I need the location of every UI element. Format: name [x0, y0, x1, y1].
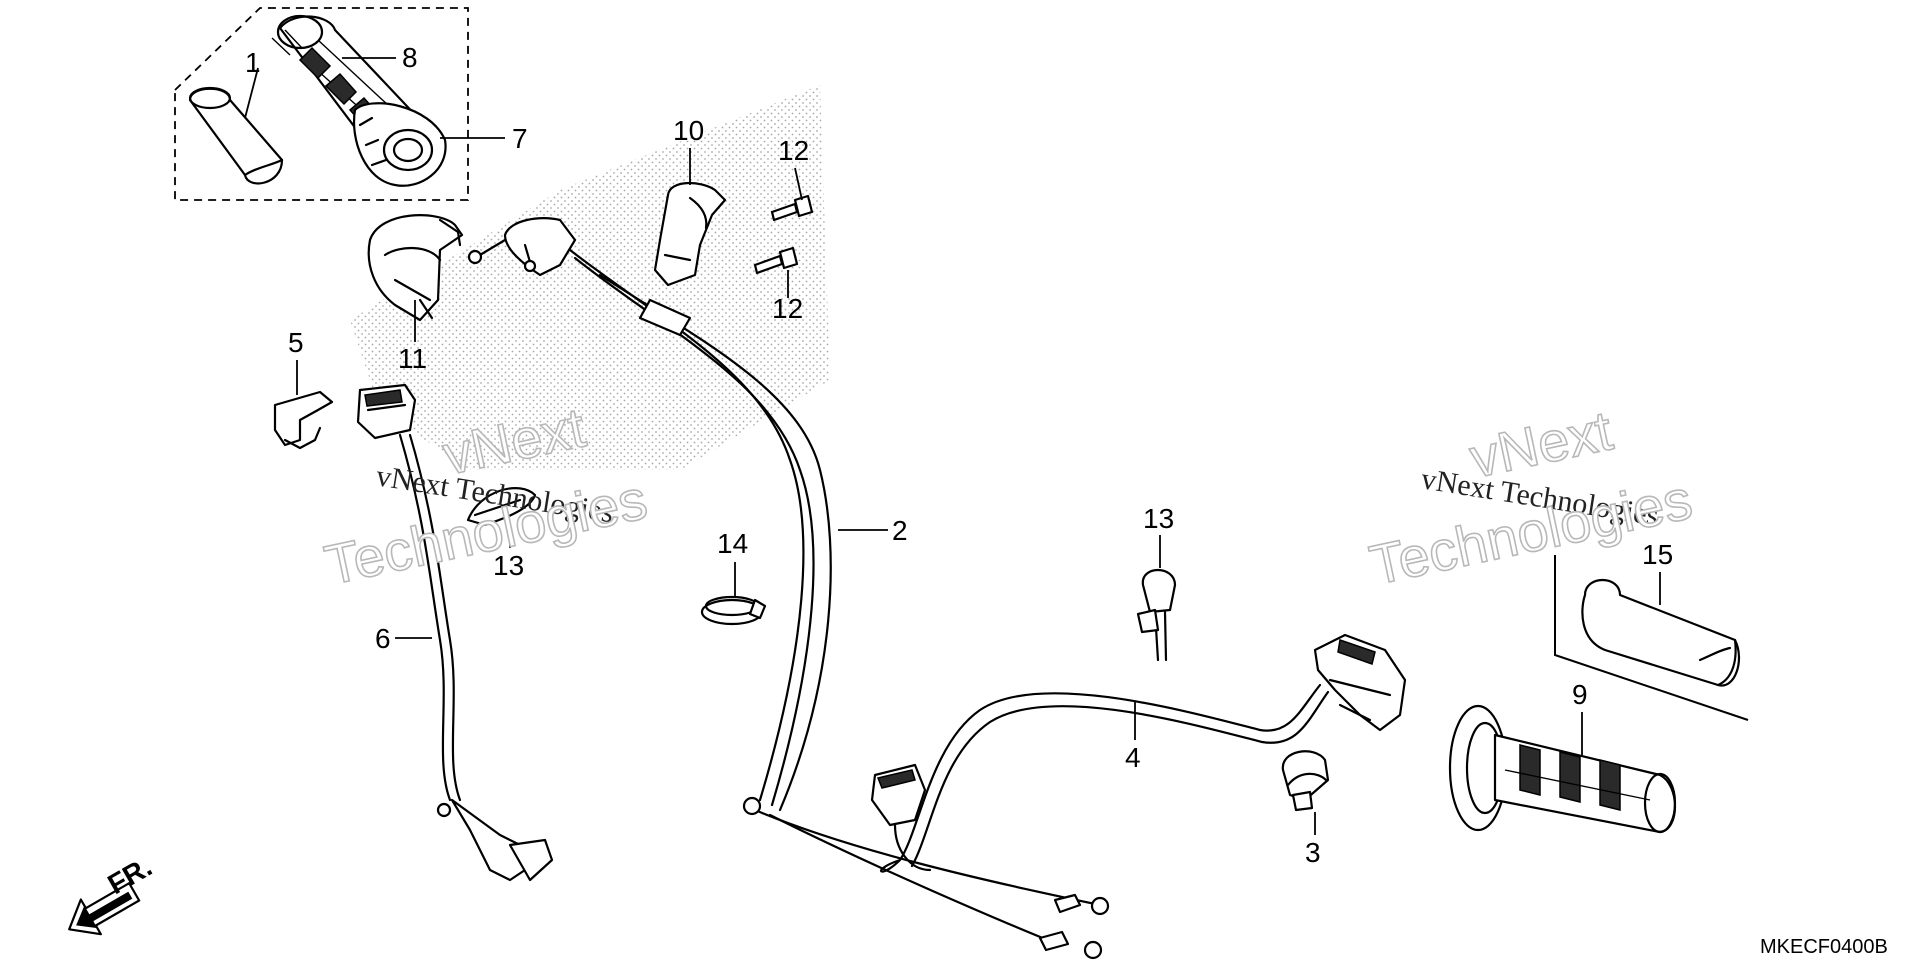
part-2-throttle-cable[interactable]: [467, 217, 1110, 960]
part-10-housing-cover[interactable]: [653, 182, 727, 287]
part-12-bolt-upper[interactable]: [770, 194, 814, 222]
part-4-switch-wire[interactable]: [870, 633, 1407, 873]
part-1-grip-sleeve[interactable]: [188, 86, 284, 185]
callout-3[interactable]: 3: [1305, 837, 1321, 868]
inset-grip-sleeve: [1554, 555, 1749, 721]
part-11-throttle-housing[interactable]: [367, 214, 464, 322]
callout-7[interactable]: 7: [512, 123, 528, 154]
part-9-left-grip[interactable]: [1448, 704, 1677, 834]
part-13-band-right[interactable]: [1136, 569, 1177, 662]
shaded-region: [350, 85, 830, 470]
callout-10[interactable]: 10: [673, 115, 704, 146]
callout-12-upper[interactable]: 12: [778, 135, 809, 166]
callout-13-right[interactable]: 13: [1143, 503, 1174, 534]
part-12-bolt-lower[interactable]: [753, 246, 799, 275]
part-6-switch-lead[interactable]: [356, 383, 554, 882]
watermark-right-big-1: vNext: [1464, 398, 1618, 489]
callout-4[interactable]: 4: [1125, 742, 1141, 773]
part-7-throttle-tube[interactable]: [353, 102, 447, 187]
callout-11[interactable]: 11: [398, 343, 427, 374]
part-5-clip[interactable]: [273, 390, 334, 450]
part-3-clamp[interactable]: [1281, 750, 1330, 812]
callout-5[interactable]: 5: [288, 327, 304, 358]
front-direction-arrow-icon: [68, 882, 141, 936]
callout-14[interactable]: 14: [717, 528, 748, 559]
callout-1[interactable]: 1: [245, 47, 261, 78]
part-13-band-left[interactable]: [466, 487, 537, 527]
part-14-hose-clip[interactable]: [700, 595, 767, 626]
callout-12-lower[interactable]: 12: [772, 293, 803, 324]
callout-13-left[interactable]: 13: [493, 550, 524, 581]
callout-6[interactable]: 6: [375, 623, 391, 654]
callout-9[interactable]: 9: [1572, 679, 1588, 710]
callout-15[interactable]: 15: [1642, 539, 1673, 570]
callout-8[interactable]: 8: [402, 42, 418, 73]
callout-2[interactable]: 2: [892, 515, 908, 546]
diagram-code: MKECF0400B: [1760, 936, 1888, 958]
inset-throttle-kit: [174, 7, 469, 201]
part-15-grip-sleeve[interactable]: [1581, 579, 1740, 687]
